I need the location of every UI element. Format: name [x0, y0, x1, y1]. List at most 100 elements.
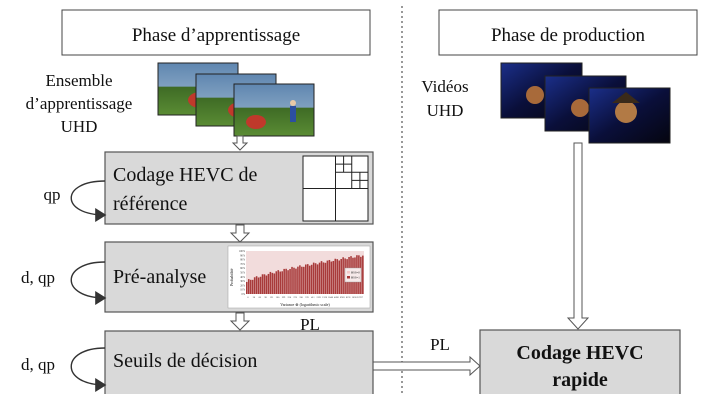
- loop-thresholds: d, qp: [21, 347, 107, 392]
- chart-bar: [324, 262, 327, 294]
- chart-bar: [269, 271, 272, 294]
- chart-bar: [308, 265, 311, 294]
- chart-y-tick-label: 0%: [242, 293, 246, 296]
- chart-x-tick-label: 270: [293, 296, 297, 299]
- chart-y-tick-label: 60%: [240, 267, 246, 270]
- production-frame-3: [588, 87, 671, 144]
- learning-phase-title-box: Phase d’apprentissage: [61, 9, 371, 56]
- chart-bar: [283, 268, 285, 294]
- fast-coding-line-2: rapide: [552, 369, 608, 391]
- chart-bar: [287, 270, 289, 294]
- production-pl-label: PL: [430, 335, 450, 354]
- chart-y-tick-label: 70%: [240, 263, 246, 266]
- chart-bar: [273, 273, 276, 294]
- chart-y-tick-label: 10%: [240, 289, 246, 292]
- chart-bar: [259, 276, 262, 294]
- chart-bar: [291, 266, 293, 294]
- chart-bar: [271, 272, 274, 294]
- chart-x-tick-label: 370: [305, 296, 309, 299]
- chart-y-tick-label: 20%: [240, 284, 246, 287]
- dataset-label-line-2: d’apprentissage: [26, 94, 133, 113]
- chart-x-tick-label: 0: [247, 296, 249, 299]
- chart-y-tick-label: 80%: [240, 259, 246, 262]
- chart-x-tick-label: 60: [259, 296, 262, 299]
- videos-label-line-2: UHD: [427, 101, 464, 120]
- chart-bar: [306, 264, 309, 294]
- chart-bar: [362, 255, 364, 294]
- chart-bar: [320, 261, 323, 294]
- chart-bar: [247, 279, 250, 294]
- reference-coding-line-1: Codage HEVC de: [113, 164, 258, 186]
- chart-x-tick-label: 1596: [322, 296, 328, 299]
- chart-y-tick-label: 100%: [239, 250, 246, 253]
- chart-bar: [281, 271, 283, 294]
- production-phase-title-box: Phase de production: [438, 9, 698, 56]
- chart-legend-1: HSS=1: [351, 276, 360, 280]
- chart-x-tick-label: 1391: [316, 296, 322, 299]
- chart-bar: [318, 262, 321, 294]
- chart-bar: [316, 264, 319, 294]
- chart-bar: [275, 271, 278, 294]
- quadtree-partition-icon: [302, 155, 369, 222]
- chart-y-tick-label: 40%: [240, 276, 246, 279]
- pre-analysis-label: Pré-analyse: [113, 266, 206, 288]
- chart-x-tick-label: 30: [253, 296, 256, 299]
- chart-bar: [257, 277, 260, 294]
- chart-ylabel: Probabilité: [229, 268, 234, 286]
- fast-coding-block: Codage HEVC rapide: [479, 329, 681, 394]
- chart-bar: [326, 260, 329, 294]
- chart-y-ticks: 100%90%80%70%60%50%40%30%20%10%0%: [239, 250, 246, 296]
- dataset-label-line-1: Ensemble: [45, 71, 112, 90]
- decision-thresholds-label: Seuils de décision: [113, 350, 257, 372]
- chart-bar: [253, 277, 256, 294]
- chart-bar: [340, 258, 342, 294]
- chart-bar: [261, 274, 264, 294]
- chart-bar: [289, 268, 291, 294]
- chart-x-tick-label: 121: [270, 296, 274, 299]
- chart-bar: [334, 258, 337, 294]
- chart-bar: [246, 281, 248, 294]
- loop-label-reference: qp: [44, 185, 61, 204]
- arrow-preanalysis-to-thresholds: [229, 312, 251, 331]
- reference-coding-line-2: référence: [113, 193, 187, 215]
- chart-bar: [267, 273, 270, 294]
- chart-bar: [303, 266, 305, 294]
- chart-x-tick-label: 160: [276, 296, 280, 299]
- chart-bar: [255, 276, 258, 294]
- chart-bar: [293, 267, 295, 294]
- chart-x-tick-label: 220: [287, 296, 291, 299]
- chart-y-tick-label: 50%: [240, 272, 246, 275]
- chart-bar: [336, 259, 339, 294]
- chart-bar: [297, 266, 299, 294]
- chart-x-tick-label: 1638: [352, 296, 358, 299]
- chart-bar: [310, 264, 313, 294]
- chart-y-tick-label: 30%: [240, 280, 246, 283]
- chart-bar: [314, 263, 317, 294]
- pre-analysis-block: Pré-analyse 100%90%80%70%60%50%40%30%20%…: [104, 241, 374, 313]
- production-phase-title: Phase de production: [491, 25, 646, 46]
- chart-bar: [279, 271, 282, 294]
- chart-bar: [330, 261, 333, 294]
- training-frame-3: [233, 83, 315, 137]
- production-video-thumbnails: [500, 62, 671, 144]
- chart-x-tick-label: 330: [299, 296, 303, 299]
- fast-coding-line-1: Codage HEVC: [516, 342, 643, 364]
- training-video-thumbnails: [157, 62, 315, 137]
- learning-pl-label: PL: [300, 315, 320, 334]
- arrow-videos-to-fast-coding: [566, 142, 590, 330]
- chart-xlabel: Variance ⊕ (logarithmic scale): [280, 302, 330, 307]
- chart-x-tick-label: 8191: [346, 296, 352, 299]
- arrow-thresholds-to-fast-coding: [371, 355, 481, 377]
- chart-legend-0: HSS=0: [351, 271, 360, 275]
- chart-bar: [249, 279, 252, 294]
- chart-bar: [263, 274, 266, 294]
- dataset-label-line-3: UHD: [61, 117, 98, 136]
- loop-label-pre-analysis: d, qp: [21, 268, 55, 287]
- chart-legend: HSS=0 HSS=1: [344, 267, 362, 283]
- chart-bar: [299, 265, 301, 294]
- chart-bar: [295, 268, 297, 294]
- decision-thresholds-block: Seuils de décision: [104, 330, 374, 394]
